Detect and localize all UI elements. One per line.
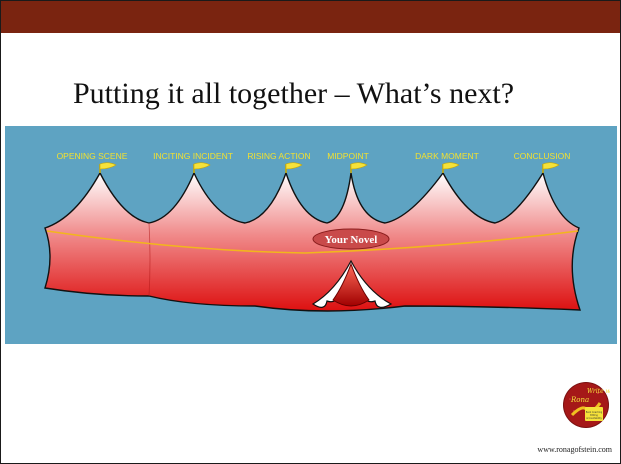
svg-text:Accountability: Accountability xyxy=(586,417,602,420)
your-novel-badge: Your Novel xyxy=(313,229,389,249)
stage-label-dark-moment: DARK MOMENT xyxy=(415,151,479,161)
stage-label-inciting-incident: INCITING INCIDENT xyxy=(153,151,233,161)
svg-text:Rona: Rona xyxy=(570,396,589,404)
stage-label-rising-action: RISING ACTION xyxy=(247,151,310,161)
svg-text:Write with: Write with xyxy=(587,388,610,395)
stage-label-opening-scene: OPENING SCENE xyxy=(57,151,128,161)
your-novel-label: Your Novel xyxy=(325,234,378,246)
circus-tent-diagram: Your Novel OPENING SCENE xyxy=(5,126,617,344)
stage-label-conclusion: CONCLUSION xyxy=(514,151,571,161)
slide-title: Putting it all together – What’s next? xyxy=(73,77,514,111)
footer-website-url[interactable]: www.ronagofstein.com xyxy=(537,445,612,454)
write-with-rona-logo: Write with Rona Book Coaching Editing Ac… xyxy=(562,381,610,429)
stage-label-midpoint: MIDPOINT xyxy=(327,151,369,161)
top-bar xyxy=(1,1,620,33)
